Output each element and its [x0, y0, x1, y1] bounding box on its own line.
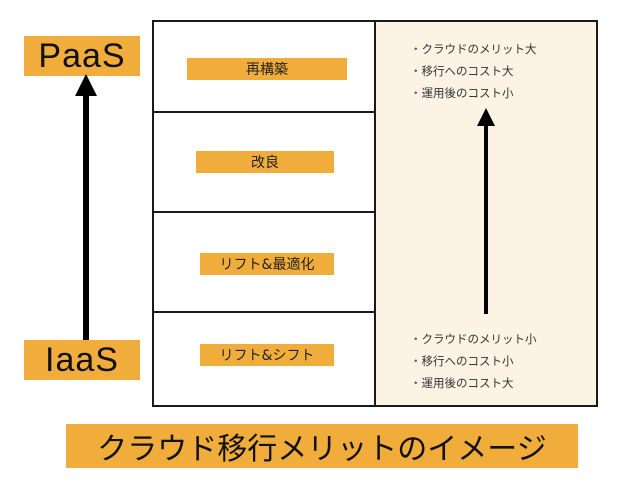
benefits-paas: クラウドのメリット大 移行へのコスト大 運用後のコスト小	[410, 38, 537, 104]
arrow-shaft	[83, 94, 89, 340]
stage-label: リフト&最適化	[200, 253, 334, 275]
benefits-iaas: クラウドのメリット小 移行へのコスト小 運用後のコスト大	[410, 328, 537, 394]
arrow-shaft	[484, 124, 488, 314]
stage-row-lift-shift: リフト&シフト	[154, 313, 374, 405]
stage-label: 再構築	[187, 58, 347, 80]
benefit-item: 運用後のコスト小	[410, 82, 537, 104]
arrow-head	[75, 74, 97, 96]
migration-table: 再構築 改良 リフト&最適化 リフト&シフト クラウドのメリット大 移行へのコス…	[152, 20, 598, 407]
benefit-column: クラウドのメリット大 移行へのコスト大 運用後のコスト小 クラウドのメリット小 …	[376, 22, 596, 405]
benefit-item: クラウドのメリット大	[410, 38, 537, 60]
stage-column: 再構築 改良 リフト&最適化 リフト&シフト	[154, 22, 376, 405]
stage-label: 改良	[196, 151, 334, 173]
upward-arrow-icon	[477, 108, 495, 314]
benefit-item: クラウドのメリット小	[410, 328, 537, 350]
benefit-item: 移行へのコスト小	[410, 350, 537, 372]
benefit-item: 移行へのコスト大	[410, 60, 537, 82]
axis-label-iaas: IaaS	[24, 340, 140, 380]
stage-row-refine: 改良	[154, 113, 374, 213]
stage-label: リフト&シフト	[200, 344, 334, 366]
axis-label-paas: PaaS	[24, 36, 140, 76]
diagram-caption: クラウド移行メリットのイメージ	[66, 424, 578, 468]
benefit-item: 運用後のコスト大	[410, 372, 537, 394]
stage-row-rebuild: 再構築	[154, 22, 374, 113]
arrow-head	[477, 108, 495, 126]
stage-row-lift-optimize: リフト&最適化	[154, 213, 374, 313]
upward-arrow-icon	[75, 74, 97, 340]
